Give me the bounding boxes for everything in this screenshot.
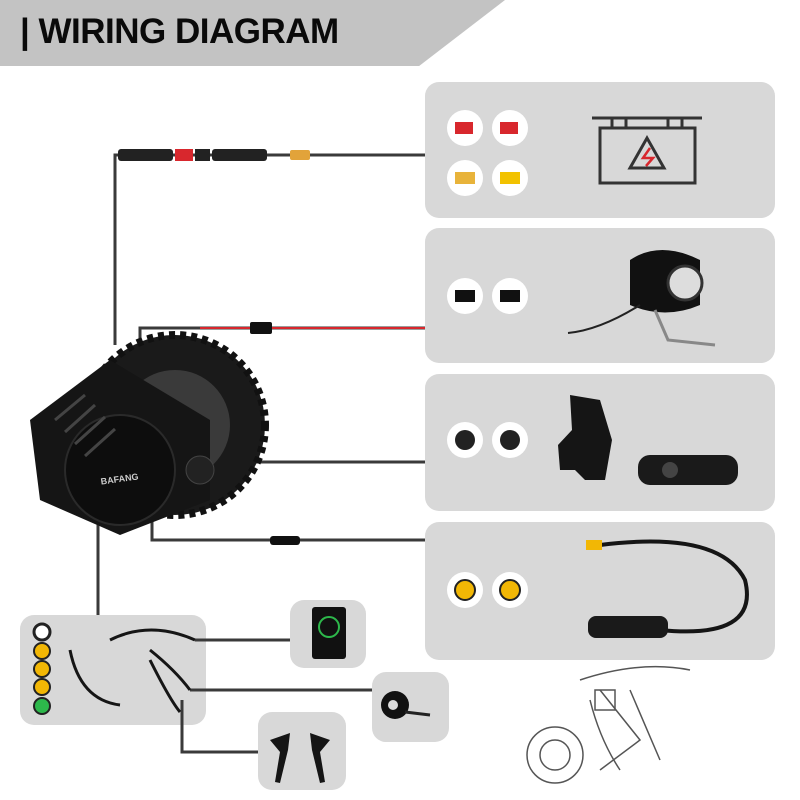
battery-connector	[118, 149, 310, 161]
brake-panel	[258, 712, 346, 790]
battery-connectors	[447, 110, 528, 196]
speed-sensor-connectors	[447, 572, 528, 608]
brake-lever-icon	[270, 733, 330, 783]
bike-sketch	[526, 665, 691, 784]
gear-sensor-icon	[558, 395, 738, 485]
headlight-connectors	[447, 278, 528, 314]
speed-connector	[270, 536, 300, 545]
headlight-panel	[425, 228, 775, 363]
display-icon	[312, 607, 346, 659]
gear-sensor-connectors	[447, 422, 528, 458]
speed-sensor-icon	[586, 539, 749, 638]
battery-icon	[592, 116, 702, 185]
throttle-icon	[381, 691, 431, 719]
header-banner	[0, 0, 505, 66]
headlight-icon	[567, 250, 716, 347]
page-title: | WIRING DIAGRAM	[20, 12, 339, 51]
brake-cable	[180, 700, 258, 754]
headlight-connector	[250, 322, 272, 334]
motor: BAFANG	[30, 331, 269, 535]
battery-cable	[113, 153, 425, 345]
harness-connectors	[32, 622, 196, 715]
